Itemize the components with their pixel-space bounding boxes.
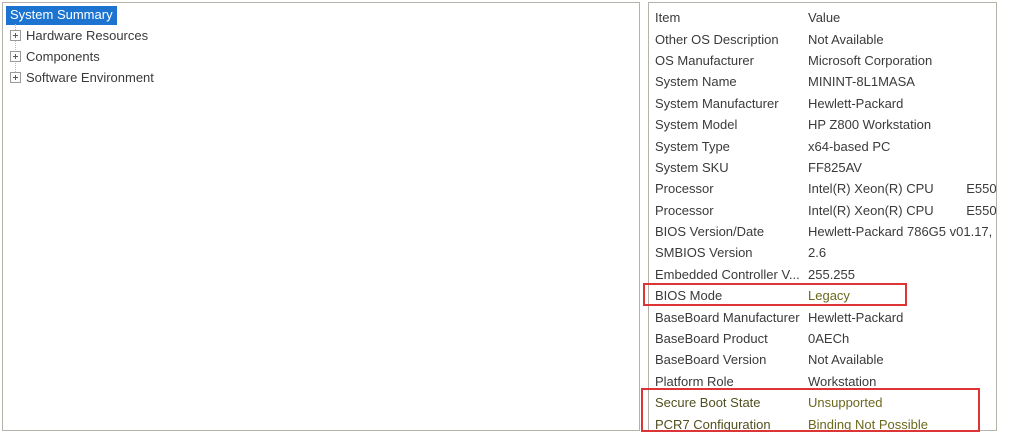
item-cell: BaseBoard Product	[655, 331, 768, 347]
item-cell: BIOS Version/Date	[655, 224, 765, 240]
value-cell: x64-based PC	[808, 138, 891, 154]
item-cell: System Type	[655, 138, 730, 154]
table-row[interactable]: Other OS Description Not Available	[649, 28, 996, 49]
tree-item-label: Software Environment	[26, 70, 154, 85]
value-cell: Legacy	[808, 288, 850, 304]
value-cell: Workstation	[808, 373, 877, 389]
expand-plus-icon[interactable]	[10, 51, 21, 62]
table-row[interactable]: System Manufacturer Hewlett-Packard	[649, 93, 996, 114]
table-row[interactable]: BaseBoard Product 0AECh	[649, 328, 996, 349]
table-row[interactable]: System Type x64-based PC	[649, 135, 996, 156]
table-row[interactable]: BaseBoard Version Not Available	[649, 349, 996, 370]
table-row[interactable]: System SKU FF825AV	[649, 157, 996, 178]
value-cell: 255.255	[808, 266, 855, 282]
value-cell: MININT-8L1MASA	[808, 74, 915, 90]
table-row[interactable]: Platform Role Workstation	[649, 371, 996, 392]
value-cell: 2.6	[808, 245, 827, 261]
value-cell: Hewlett-Packard 786G5 v01.17, 8/	[808, 224, 996, 240]
table-row[interactable]: BIOS Mode Legacy	[649, 285, 996, 306]
item-cell: BaseBoard Manufacturer	[655, 309, 800, 325]
value-cell: Unsupported	[808, 395, 883, 411]
value-cell: Not Available	[808, 31, 884, 47]
item-cell: PCR7 Configuration	[655, 416, 771, 431]
column-header-value[interactable]: Value	[808, 10, 841, 26]
table-row[interactable]: OS Manufacturer Microsoft Corporation	[649, 50, 996, 71]
item-cell: OS Manufacturer	[655, 52, 754, 68]
value-cell: Hewlett-Packard	[808, 309, 904, 325]
item-cell: Embedded Controller V...	[655, 266, 800, 282]
item-cell: Platform Role	[655, 373, 734, 389]
item-cell: System SKU	[655, 159, 729, 175]
value-cell: Hewlett-Packard	[808, 95, 904, 111]
column-header-item[interactable]: Item	[655, 10, 681, 26]
value-cell: HP Z800 Workstation	[808, 117, 932, 133]
value-cell: Not Available	[808, 352, 884, 368]
tree-item-system-summary[interactable]: System Summary	[6, 6, 117, 25]
table-row[interactable]: SMBIOS Version 2.6	[649, 242, 996, 263]
item-cell: System Manufacturer	[655, 95, 779, 111]
value-cell: Intel(R) Xeon(R) CPU E5506	[808, 202, 996, 218]
table-row[interactable]: Secure Boot State Unsupported	[649, 392, 996, 413]
table-row[interactable]: BaseBoard Manufacturer Hewlett-Packard	[649, 306, 996, 327]
expand-plus-icon[interactable]	[10, 72, 21, 83]
item-cell: BaseBoard Version	[655, 352, 767, 368]
table-row[interactable]: BIOS Version/Date Hewlett-Packard 786G5 v…	[649, 221, 996, 242]
tree-item-label: Components	[26, 49, 100, 64]
value-cell: FF825AV	[808, 159, 862, 175]
tree-item-software-environment[interactable]: Software Environment	[3, 67, 639, 88]
list-header-row: Item Value	[649, 7, 996, 28]
item-cell: BIOS Mode	[655, 288, 723, 304]
tree-item-components[interactable]: Components	[3, 46, 639, 67]
table-row[interactable]: Processor Intel(R) Xeon(R) CPU E5506	[649, 178, 996, 199]
table-row[interactable]: Processor Intel(R) Xeon(R) CPU E5506	[649, 200, 996, 221]
item-cell: SMBIOS Version	[655, 245, 753, 261]
value-cell: 0AECh	[808, 331, 850, 347]
value-cell: Microsoft Corporation	[808, 52, 933, 68]
item-cell: Secure Boot State	[655, 395, 761, 411]
tree-item-label: Hardware Resources	[26, 28, 149, 43]
item-cell: Other OS Description	[655, 31, 779, 47]
item-cell: Processor	[655, 202, 714, 218]
table-row[interactable]: Embedded Controller V... 255.255	[649, 264, 996, 285]
value-cell: Intel(R) Xeon(R) CPU E5506	[808, 181, 996, 197]
table-row[interactable]: System Name MININT-8L1MASA	[649, 71, 996, 92]
item-cell: Processor	[655, 181, 714, 197]
value-cell: Binding Not Possible	[808, 416, 928, 431]
expand-plus-icon[interactable]	[10, 30, 21, 41]
item-cell: System Name	[655, 74, 737, 90]
table-row[interactable]: System Model HP Z800 Workstation	[649, 114, 996, 135]
table-row[interactable]: PCR7 Configuration Binding Not Possible	[649, 413, 996, 431]
tree-item-hardware-resources[interactable]: Hardware Resources	[3, 25, 639, 46]
item-cell: System Model	[655, 117, 738, 133]
